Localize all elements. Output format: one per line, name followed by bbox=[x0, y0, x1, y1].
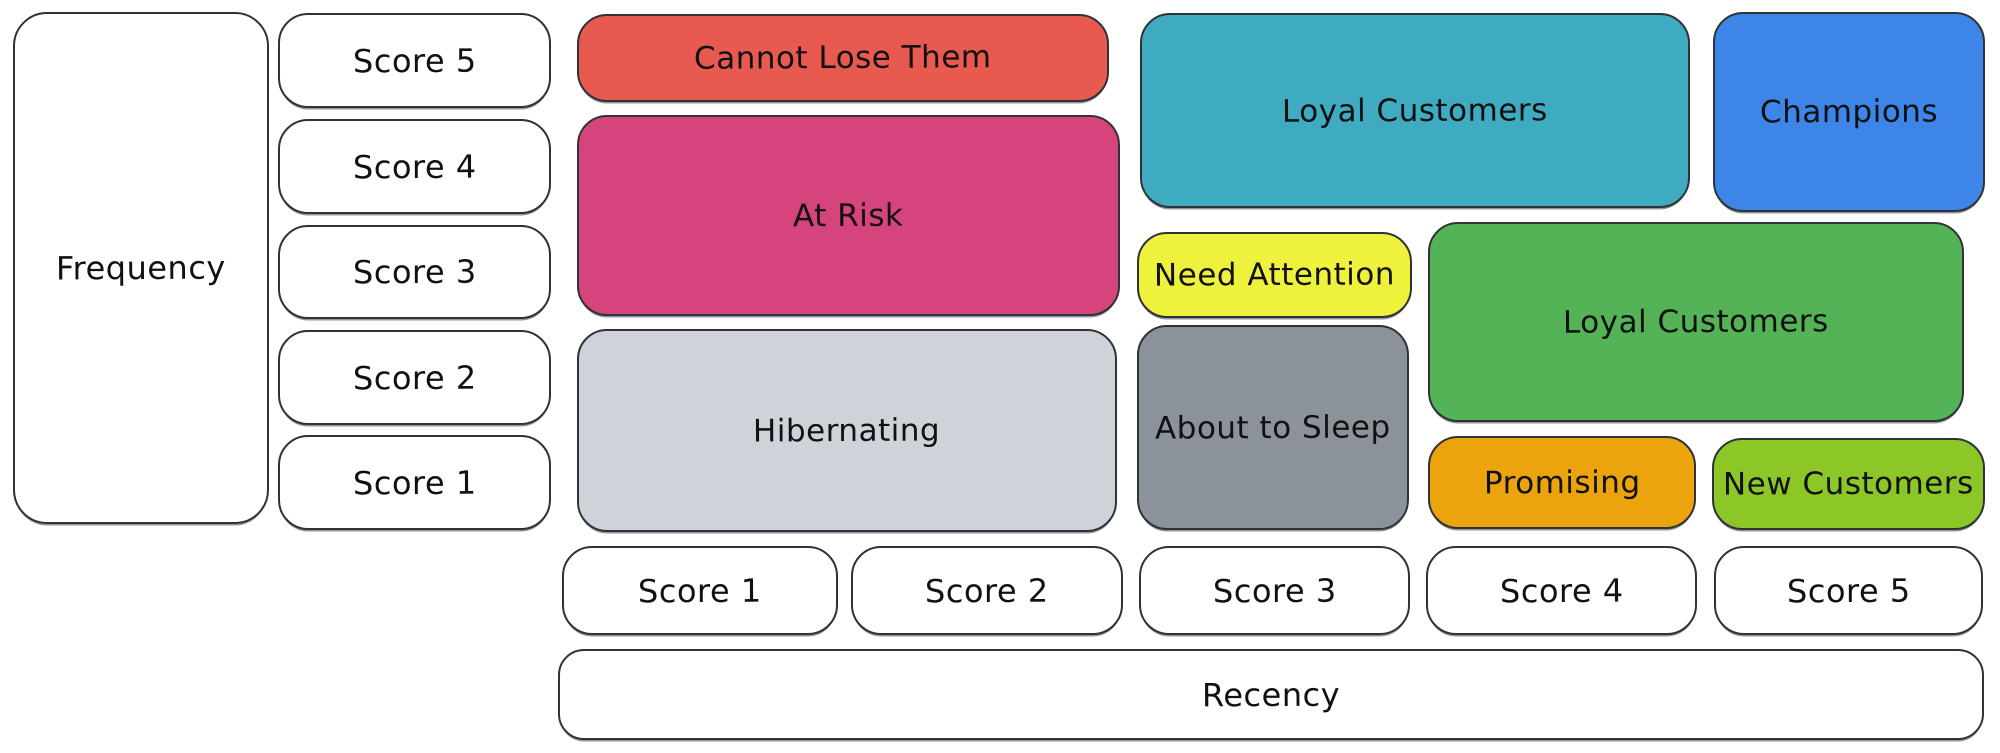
recency-score-2-box: Score 2 bbox=[851, 546, 1123, 635]
recency-score-3-box: Score 3 bbox=[1139, 546, 1410, 635]
segment-loyal-customers-upper-label: Loyal Customers bbox=[1282, 91, 1548, 130]
segment-new-customers-label: New Customers bbox=[1723, 465, 1974, 503]
recency-score-3-label: Score 3 bbox=[1212, 571, 1337, 610]
frequency-score-2-label: Score 2 bbox=[352, 358, 477, 397]
segment-champions-label: Champions bbox=[1759, 93, 1939, 131]
segment-new-customers: New Customers bbox=[1712, 438, 1985, 530]
recency-score-5-box: Score 5 bbox=[1714, 546, 1983, 635]
recency-score-1-box: Score 1 bbox=[562, 546, 838, 635]
frequency-score-1-box: Score 1 bbox=[278, 435, 551, 530]
recency-axis-label: Recency bbox=[1201, 675, 1341, 714]
frequency-score-4-box: Score 4 bbox=[278, 119, 551, 214]
frequency-axis-label: Frequency bbox=[55, 248, 227, 288]
segment-hibernating: Hibernating bbox=[577, 329, 1117, 532]
segment-at-risk: At Risk bbox=[577, 115, 1120, 316]
recency-score-2-label: Score 2 bbox=[925, 571, 1049, 610]
segment-cannot-lose-them: Cannot Lose Them bbox=[577, 14, 1109, 102]
frequency-score-2-box: Score 2 bbox=[278, 330, 551, 425]
segment-at-risk-label: At Risk bbox=[793, 197, 904, 234]
frequency-score-3-box: Score 3 bbox=[278, 225, 551, 319]
frequency-score-5-label: Score 5 bbox=[352, 41, 477, 80]
recency-score-1-label: Score 1 bbox=[638, 571, 762, 610]
segment-promising-label: Promising bbox=[1483, 464, 1641, 501]
segment-hibernating-label: Hibernating bbox=[753, 412, 941, 449]
frequency-score-3-label: Score 3 bbox=[352, 252, 477, 292]
segment-promising: Promising bbox=[1428, 436, 1696, 529]
segment-about-to-sleep: About to Sleep bbox=[1137, 325, 1409, 530]
segment-loyal-customers-upper: Loyal Customers bbox=[1140, 13, 1690, 208]
frequency-score-5-box: Score 5 bbox=[278, 13, 551, 108]
frequency-score-4-label: Score 4 bbox=[352, 147, 477, 186]
segment-champions: Champions bbox=[1713, 12, 1985, 212]
frequency-axis-box: Frequency bbox=[13, 12, 269, 524]
segment-about-to-sleep-label: About to Sleep bbox=[1155, 408, 1391, 447]
recency-score-4-box: Score 4 bbox=[1426, 546, 1697, 635]
recency-score-5-label: Score 5 bbox=[1786, 571, 1911, 610]
segment-loyal-customers-lower-label: Loyal Customers bbox=[1563, 303, 1829, 341]
recency-score-4-label: Score 4 bbox=[1499, 571, 1624, 610]
segment-loyal-customers-lower: Loyal Customers bbox=[1428, 222, 1964, 422]
recency-axis-box: Recency bbox=[558, 649, 1984, 740]
segment-need-attention: Need Attention bbox=[1137, 232, 1412, 318]
frequency-score-1-label: Score 1 bbox=[352, 463, 477, 502]
segment-need-attention-label: Need Attention bbox=[1153, 256, 1396, 294]
segment-cannot-lose-them-label: Cannot Lose Them bbox=[694, 39, 992, 77]
